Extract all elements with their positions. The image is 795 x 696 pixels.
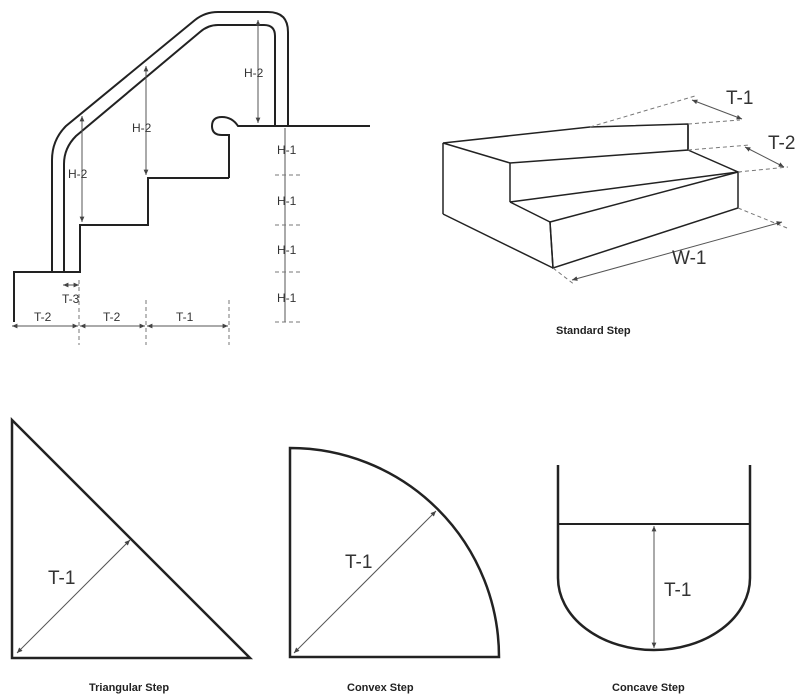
- triangular-step-diagram: T-1: [10, 416, 254, 660]
- stair-profile: [13, 177, 229, 322]
- concave-outline: [556, 465, 752, 652]
- handrail-diagram: H-2 H-2 H-2 H-1 H-1 H-1 H-1 T-3 T-2 T-2 …: [12, 11, 370, 345]
- concave-step-caption: Concave Step: [612, 682, 685, 694]
- std-t1-label: T-1: [726, 88, 753, 109]
- standard-step-caption: Standard Step: [556, 325, 631, 337]
- std-t2-label: T-2: [768, 133, 795, 154]
- standard-step-diagram: [442, 123, 741, 270]
- h2-mid-label: H-2: [132, 121, 152, 135]
- triangular-step-caption: Triangular Step: [89, 682, 169, 694]
- h1-label-c: H-1: [277, 243, 297, 257]
- h1-label-a: H-1: [277, 143, 297, 157]
- bottom-tread: [549, 171, 739, 270]
- h1-label-b: H-1: [277, 194, 297, 208]
- handrail-inner: [63, 24, 276, 272]
- h1-label-d: H-1: [277, 291, 297, 305]
- triangle-t1-dim: [16, 539, 131, 654]
- h2-low-label: H-2: [68, 167, 88, 181]
- concave-step-diagram: T-1: [556, 465, 752, 652]
- convex-step-diagram: T-1: [288, 446, 501, 659]
- t2-left-label: T-2: [34, 310, 52, 324]
- standard-step-dims: T-1 T-2 W-1: [552, 88, 795, 286]
- t1-label: T-1: [176, 310, 194, 324]
- top-step: [442, 123, 689, 164]
- convex-step-caption: Convex Step: [347, 682, 414, 694]
- triangle-outline: [10, 416, 254, 660]
- std-w1-label: W-1: [672, 248, 706, 269]
- handrail-outer: [51, 11, 289, 272]
- convex-t1-dim: [293, 510, 437, 654]
- t2-mid-label: T-2: [103, 310, 121, 324]
- triangle-t1-label: T-1: [48, 568, 75, 589]
- convex-outline: [288, 446, 501, 659]
- concave-t1-label: T-1: [664, 580, 691, 601]
- middle-tread: [509, 149, 741, 203]
- convex-t1-label: T-1: [345, 552, 372, 573]
- coping-bullnose: [210, 115, 270, 178]
- t3-label: T-3: [62, 292, 80, 306]
- h2-top-label: H-2: [244, 66, 264, 80]
